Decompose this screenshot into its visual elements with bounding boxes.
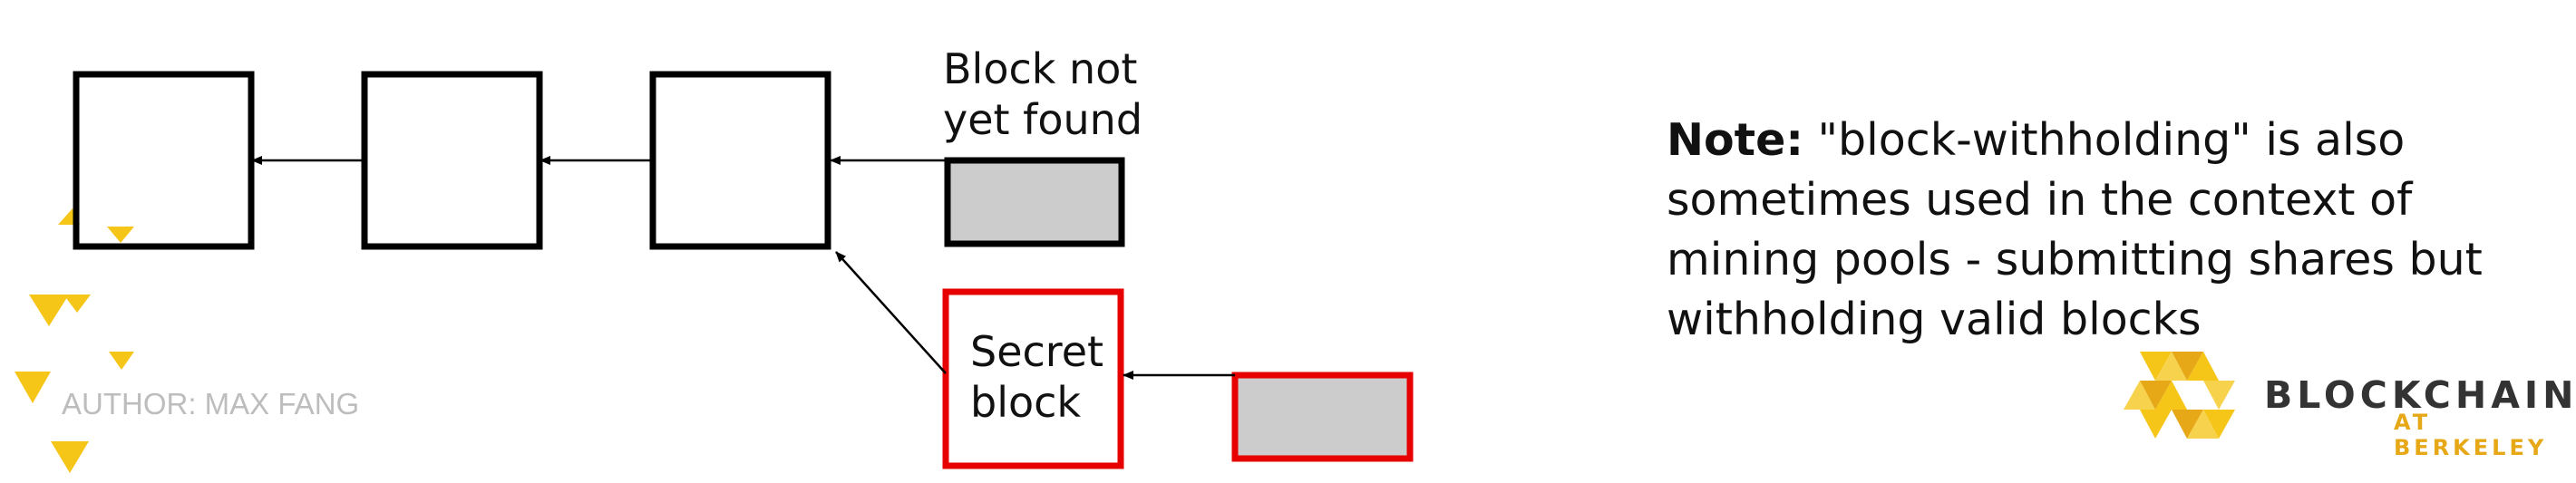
chain-block-1	[73, 71, 255, 250]
triangle-icon	[15, 372, 51, 403]
secret-block-label-line1: Secret	[970, 327, 1103, 376]
secret-block-label-line2: block	[970, 378, 1081, 427]
arrow-secret-to-block3	[835, 251, 947, 374]
secret-child-block	[1231, 372, 1414, 462]
logo-subtitle: AT BERKELEY	[2394, 410, 2548, 460]
pending-block-label-line2: yet found	[943, 95, 1142, 144]
hexagon-triangles-icon	[2124, 352, 2235, 439]
triangle-icon	[51, 441, 89, 473]
pending-block-label-line1: Block not	[943, 44, 1137, 93]
chain-block-3	[649, 71, 831, 250]
triangle-icon	[63, 295, 91, 313]
author-credit: AUTHOR: MAX FANG	[62, 387, 360, 420]
note-body: "block-withholding" is also sometimes us…	[1667, 114, 2483, 345]
logo-name: BLOCKCHAIN	[2264, 373, 2576, 417]
triangle-icon	[107, 227, 134, 243]
secret-block	[942, 288, 1124, 469]
triangle-icon	[109, 352, 134, 370]
note-label: Note:	[1667, 114, 1803, 166]
note-text: Note: "block-withholding" is also someti…	[1667, 111, 2537, 350]
chain-block-2	[361, 71, 543, 250]
pending-block	[944, 157, 1125, 247]
triangle-icon	[29, 295, 69, 326]
decorative-triangles	[15, 208, 134, 473]
